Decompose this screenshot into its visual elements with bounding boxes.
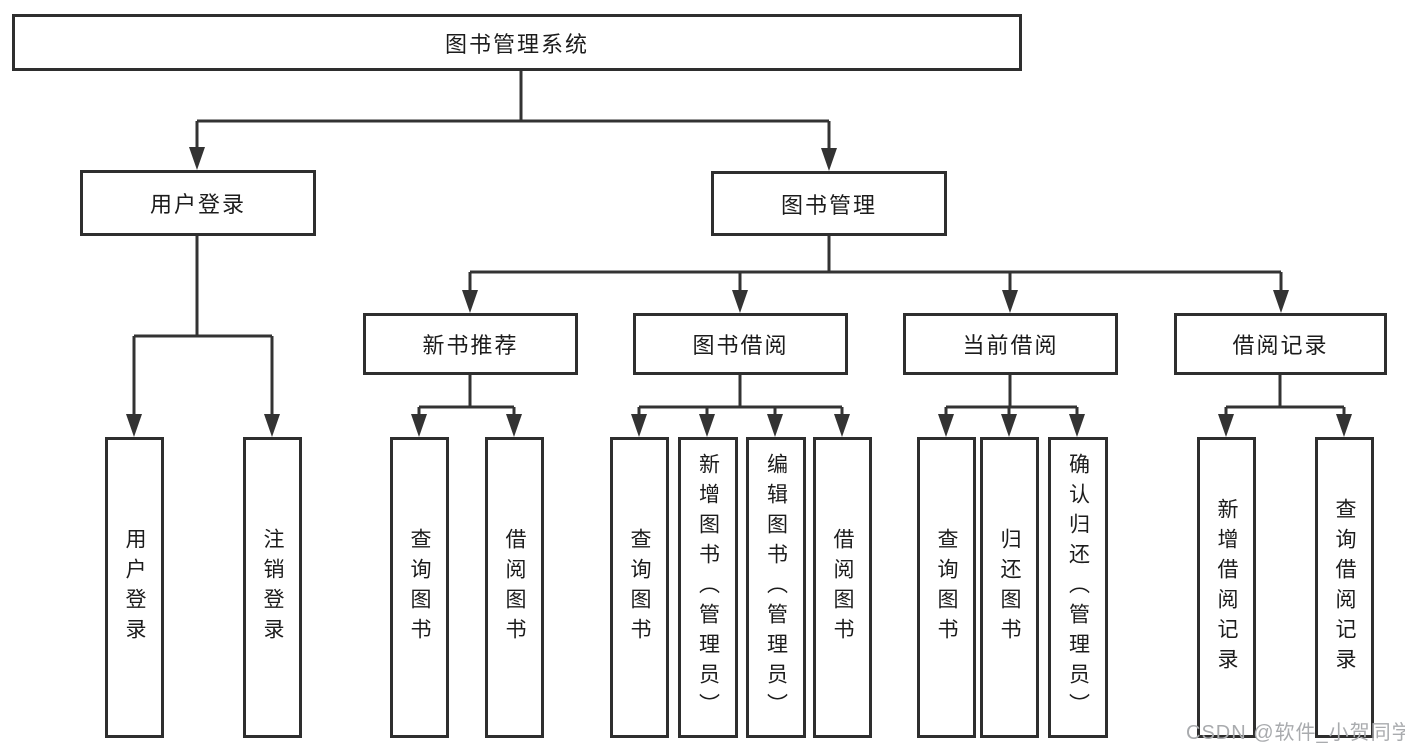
leaf-current-return-books-label: 归还图书 <box>998 527 1021 648</box>
node-current-borrow-label: 当前借阅 <box>962 333 1059 358</box>
node-root-system-label: 图书管理系统 <box>444 31 589 57</box>
node-new-book-recommend: 新书推荐 <box>363 313 578 375</box>
leaf-records-query-record: 查询借阅记录 <box>1315 437 1374 738</box>
leaf-newrec-borrow-books-label: 借阅图书 <box>503 527 526 648</box>
leaf-current-confirm-return-admin: 确认归还（管理员） <box>1048 437 1108 738</box>
leaf-records-query-record-label: 查询借阅记录 <box>1333 497 1356 678</box>
leaf-borrow-borrow-books-label: 借阅图书 <box>831 527 854 648</box>
leaf-newrec-borrow-books: 借阅图书 <box>485 437 544 738</box>
csdn-watermark: CSDN @软件_小贺同学 <box>1186 722 1405 744</box>
leaf-borrow-borrow-books: 借阅图书 <box>813 437 872 738</box>
node-book-borrow-label: 图书借阅 <box>692 333 789 358</box>
leaf-records-add-record: 新增借阅记录 <box>1197 437 1256 738</box>
leaf-current-confirm-return-admin-label: 确认归还（管理员） <box>1066 452 1090 723</box>
leaf-logout: 注销登录 <box>243 437 302 738</box>
leaf-records-add-record-label: 新增借阅记录 <box>1215 497 1238 678</box>
leaf-current-return-books: 归还图书 <box>980 437 1039 738</box>
leaf-newrec-query-books-label: 查询图书 <box>408 527 431 648</box>
node-book-borrow: 图书借阅 <box>633 313 848 375</box>
leaf-borrow-add-books-admin: 新增图书（管理员） <box>678 437 738 738</box>
leaf-user-login-label: 用户登录 <box>123 527 146 648</box>
connector-bookborrow-to-leaves <box>637 375 844 417</box>
connector-userlogin-to-leaves <box>132 236 274 417</box>
connector-newrec-to-leaves <box>417 375 516 417</box>
leaf-newrec-query-books: 查询图书 <box>390 437 449 738</box>
connector-root-to-level2 <box>195 70 831 151</box>
node-user-login-label: 用户登录 <box>149 192 246 217</box>
node-user-login: 用户登录 <box>80 170 316 236</box>
leaf-borrow-query-books: 查询图书 <box>610 437 669 738</box>
leaf-current-query-books-label: 查询图书 <box>935 527 958 648</box>
node-current-borrow: 当前借阅 <box>903 313 1118 375</box>
leaf-borrow-edit-books-admin: 编辑图书（管理员） <box>746 437 806 738</box>
leaf-borrow-edit-books-admin-label: 编辑图书（管理员） <box>764 452 788 723</box>
leaf-current-query-books: 查询图书 <box>917 437 976 738</box>
connector-borrowrecords-to-leaves <box>1224 375 1346 417</box>
leaf-user-login: 用户登录 <box>105 437 164 738</box>
leaf-borrow-add-books-admin-label: 新增图书（管理员） <box>696 452 720 723</box>
node-book-management-label: 图书管理 <box>780 192 877 218</box>
node-root-system: 图书管理系统 <box>12 14 1022 71</box>
leaf-logout-label: 注销登录 <box>261 527 284 648</box>
connector-currentborrow-to-leaves <box>944 375 1079 417</box>
connector-bookmgmt-to-level3 <box>468 236 1283 295</box>
leaf-borrow-query-books-label: 查询图书 <box>628 527 651 648</box>
node-new-book-recommend-label: 新书推荐 <box>422 333 519 358</box>
node-borrow-records-label: 借阅记录 <box>1232 333 1329 358</box>
node-book-management: 图书管理 <box>711 171 947 236</box>
node-borrow-records: 借阅记录 <box>1174 313 1387 375</box>
